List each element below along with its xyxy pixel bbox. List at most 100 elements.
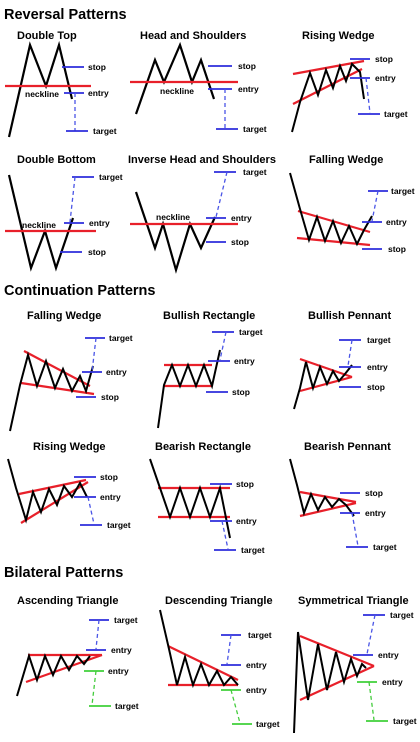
price-path xyxy=(291,62,365,133)
projection-line xyxy=(87,496,95,525)
target-label: target xyxy=(373,542,397,552)
target-label: target xyxy=(384,109,408,119)
projection-line xyxy=(215,171,228,218)
pattern-rising-wedge: Rising Wedge stop entry target xyxy=(291,30,408,133)
projection-down-line xyxy=(368,681,375,721)
target-down-label: target xyxy=(256,719,280,729)
entry-down-label: entry xyxy=(108,666,129,676)
projection-line xyxy=(371,190,379,222)
target-up-label: target xyxy=(248,630,272,640)
entry-label: entry xyxy=(89,218,110,228)
entry-up-label: entry xyxy=(246,660,267,670)
stop-label: stop xyxy=(88,247,106,257)
stop-label: stop xyxy=(231,237,249,247)
pattern-inverse-head-and-shoulders: Inverse Head and Shoulders neckline targ… xyxy=(128,154,276,274)
neckline-label: neckline xyxy=(156,212,190,222)
pattern-title: Bearish Rectangle xyxy=(155,441,251,453)
stop-label: stop xyxy=(365,488,383,498)
entry-label: entry xyxy=(365,508,386,518)
entry-up-label: entry xyxy=(378,650,399,660)
pattern-bearish-rectangle: Bearish Rectangle stop entry target xyxy=(149,441,265,555)
price-path xyxy=(149,458,231,539)
price-path xyxy=(293,631,367,734)
entry-label: entry xyxy=(367,362,388,372)
entry-label: entry xyxy=(238,84,259,94)
neckline-label: neckline xyxy=(25,89,59,99)
pattern-title: Descending Triangle xyxy=(165,595,273,607)
entry-up-label: entry xyxy=(111,645,132,655)
section-title-reversal: Reversal Patterns xyxy=(4,7,127,23)
entry-down-label: entry xyxy=(246,685,267,695)
pattern-symmetrical-triangle: Symmetrical Triangle target entry entry … xyxy=(293,595,417,734)
target-up-label: target xyxy=(390,610,414,620)
stop-label: stop xyxy=(388,244,406,254)
projection-up-line xyxy=(226,634,232,665)
upper-trendline xyxy=(299,634,375,668)
target-label: target xyxy=(243,124,267,134)
pattern-title: Ascending Triangle xyxy=(17,595,118,607)
pattern-title: Rising Wedge xyxy=(33,441,106,453)
lower-trendline xyxy=(299,501,357,518)
entry-label: entry xyxy=(100,492,121,502)
target-label: target xyxy=(107,520,131,530)
pattern-rising-wedge-continuation: Rising Wedge stop entry target xyxy=(7,441,131,530)
stop-label: stop xyxy=(100,472,118,482)
upper-trendline xyxy=(299,357,353,379)
pattern-ascending-triangle: Ascending Triangle target entry entry ta… xyxy=(16,595,139,711)
target-label: target xyxy=(367,335,391,345)
price-path xyxy=(157,349,221,429)
target-label: target xyxy=(239,327,263,337)
pattern-title: Bearish Pennant xyxy=(304,441,391,453)
entry-label: entry xyxy=(234,356,255,366)
upper-trendline xyxy=(18,478,87,496)
entry-label: entry xyxy=(106,367,127,377)
price-path xyxy=(16,652,91,697)
price-path xyxy=(289,172,373,247)
projection-line xyxy=(221,520,229,550)
pattern-title: Falling Wedge xyxy=(309,154,383,166)
projection-down-line xyxy=(91,670,97,706)
stop-label: stop xyxy=(367,382,385,392)
pattern-head-and-shoulders: Head and Shoulders neckline stop entry t… xyxy=(130,30,267,134)
target-down-label: target xyxy=(393,716,417,726)
pattern-title: Rising Wedge xyxy=(302,30,375,42)
target-label: target xyxy=(241,545,265,555)
projection-down-line xyxy=(230,689,241,724)
price-path xyxy=(9,351,94,432)
neckline-label: neckline xyxy=(160,86,194,96)
section-title-bilateral: Bilateral Patterns xyxy=(4,565,123,581)
section-title-continuation: Continuation Patterns xyxy=(4,283,155,299)
price-path xyxy=(7,458,88,524)
resistance-trendline xyxy=(167,645,239,681)
target-label: target xyxy=(93,126,117,136)
pattern-title: Bullish Pennant xyxy=(308,310,391,322)
pattern-bullish-pennant: Bullish Pennant target entry stop xyxy=(293,310,391,410)
price-path xyxy=(134,191,217,274)
price-path xyxy=(159,609,239,689)
price-path xyxy=(293,361,353,410)
pattern-bearish-pennant: Bearish Pennant stop entry target xyxy=(289,441,397,552)
projection-up-line xyxy=(366,614,376,655)
projection-line xyxy=(347,339,353,367)
lower-trendline xyxy=(299,665,375,701)
lower-trendline xyxy=(20,381,95,396)
stop-label: stop xyxy=(238,61,256,71)
pattern-title: Inverse Head and Shoulders xyxy=(128,154,276,166)
entry-label: entry xyxy=(236,516,257,526)
pattern-title: Symmetrical Triangle xyxy=(298,595,409,607)
upper-trendline xyxy=(299,490,357,504)
price-path xyxy=(289,458,355,517)
target-label: target xyxy=(391,186,415,196)
projection-line xyxy=(219,331,227,361)
upper-trendline xyxy=(292,59,365,76)
entry-label: entry xyxy=(375,73,396,83)
pattern-falling-wedge: Falling Wedge target entry stop xyxy=(289,154,415,254)
projection-line xyxy=(69,176,76,223)
projection-up-line xyxy=(95,619,100,650)
pattern-double-bottom: Double Bottom neckline target entry stop xyxy=(5,154,123,272)
entry-label: entry xyxy=(231,213,252,223)
neckline-label: neckline xyxy=(22,220,56,230)
stop-label: stop xyxy=(236,479,254,489)
target-up-label: target xyxy=(114,615,138,625)
